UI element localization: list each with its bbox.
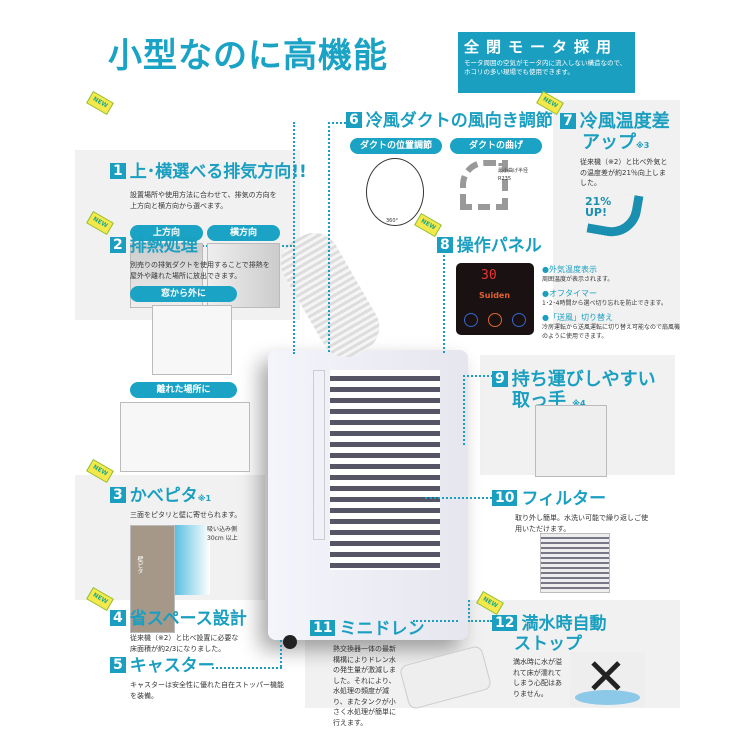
rotation-angle: 360° <box>386 218 399 224</box>
duct-rotation-diagram <box>366 158 424 226</box>
badge-text: モータ周囲の空気がモータ内に流入しない構造なので、ホコリの多い現場でも使用できま… <box>464 59 627 77</box>
badge-title: 全閉モータ採用 <box>464 38 619 56</box>
new-tag: NEW <box>86 90 114 116</box>
caster-image <box>283 635 297 649</box>
feature-11-text: 熱交換器一体の最新構構によりドレン水の発生量が激減しました。それにより、水処理の… <box>333 645 396 727</box>
page-title: 小型なのに高機能 <box>108 36 388 76</box>
cross-icon: ✕ <box>585 648 627 706</box>
new-tag: NEW <box>414 212 442 238</box>
overflow-image: ✕ <box>570 652 645 707</box>
airflow-image <box>175 525 210 595</box>
air-conditioner-image <box>268 350 468 640</box>
pill-remote: 離れた場所に <box>130 382 237 398</box>
feature-7-text: 従来機（※2）と比べ外気との温度差が約21％向上しました。 <box>580 158 668 187</box>
car-carry-image <box>535 405 607 477</box>
pill-position: ダクトの位置調節 <box>350 138 442 154</box>
control-panel-image: 30 Suiden <box>456 263 534 335</box>
panel-bg <box>553 100 680 325</box>
feature-4-text: 従来機（※2）と比べ設置に必要な床面積が約2/3になりました。 <box>130 634 239 653</box>
window-duct-image <box>152 305 232 375</box>
up-badge: 21% UP! <box>585 195 612 219</box>
pill-side: 横方向 <box>207 225 280 241</box>
feature-3-text: 三面をピタリと壁に寄せられます。 <box>130 511 242 519</box>
remote-duct-image <box>120 402 250 472</box>
motor-badge: 全閉モータ採用 モータ周囲の空気がモータ内に流入しない構造なので、ホコリの多い現… <box>458 32 635 93</box>
wall-image: 壁ピタ <box>130 525 175 633</box>
bend-radius: 最小曲げ半径 R235 <box>498 168 529 182</box>
pill-up: 上方向 <box>130 225 203 241</box>
duct-bend-diagram <box>460 160 508 210</box>
pill-window: 窓から外に <box>130 286 237 302</box>
feature-12-text: 満水時に水が溢れて床が濡れてしまう心配はありません。 <box>513 658 562 698</box>
feature-5-text: キャスターは安全性に優れた自在ストッパー機能を装備。 <box>130 681 284 700</box>
filter-image <box>540 533 610 593</box>
feature-1-text: 設置場所や使用方法に合わせて、排気の方向を上方向と横方向から選べます。 <box>130 191 277 210</box>
pill-bend: ダクトの曲げ <box>450 138 542 154</box>
feature-2-text: 別売りの排気ダクトを使用することで排熱を屋外や離れた場所に放出できます。 <box>130 261 270 280</box>
clearance-callout: 吸い込み側 30cm 以上 <box>207 526 238 542</box>
feature-10-text: 取り外し簡単。水洗い可能で繰り返しご使用いただけます。 <box>515 514 648 533</box>
